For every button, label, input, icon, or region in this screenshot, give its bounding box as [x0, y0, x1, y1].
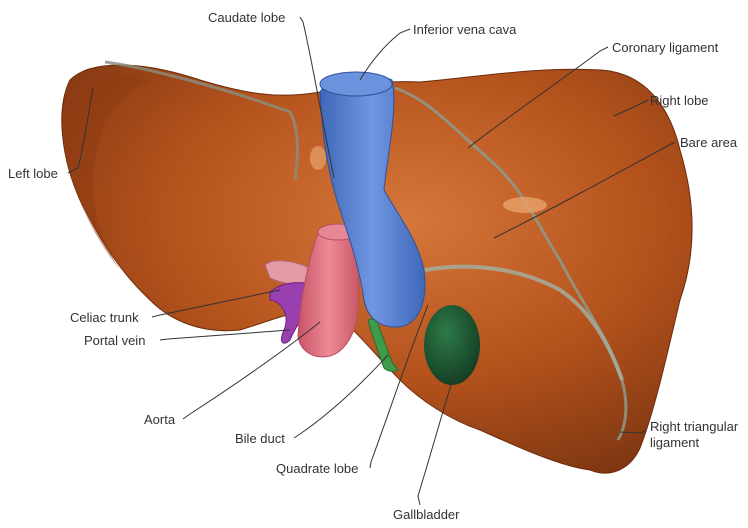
label-inferior-vena-cava: Inferior vena cava — [413, 22, 517, 37]
label-aorta: Aorta — [144, 412, 176, 427]
label-gallbladder: Gallbladder — [393, 507, 460, 522]
bare-area-highlight — [503, 197, 547, 213]
label-portal-vein: Portal vein — [84, 333, 145, 348]
label-quadrate-lobe: Quadrate lobe — [276, 461, 358, 476]
label-right-lobe: Right lobe — [650, 93, 709, 108]
ivc-top — [320, 72, 392, 96]
caudate-highlight — [310, 146, 326, 170]
label-bile-duct: Bile duct — [235, 431, 285, 446]
label-caudate-lobe: Caudate lobe — [208, 10, 285, 25]
label-coronary-ligament: Coronary ligament — [612, 40, 719, 55]
label-celiac-trunk: Celiac trunk — [70, 310, 139, 325]
label-left-lobe: Left lobe — [8, 166, 58, 181]
gallbladder-shape — [424, 305, 480, 385]
label-right-triangular-ligament-2: ligament — [650, 435, 700, 450]
label-bare-area: Bare area — [680, 135, 738, 150]
label-right-triangular-ligament-1: Right triangular — [650, 419, 739, 434]
